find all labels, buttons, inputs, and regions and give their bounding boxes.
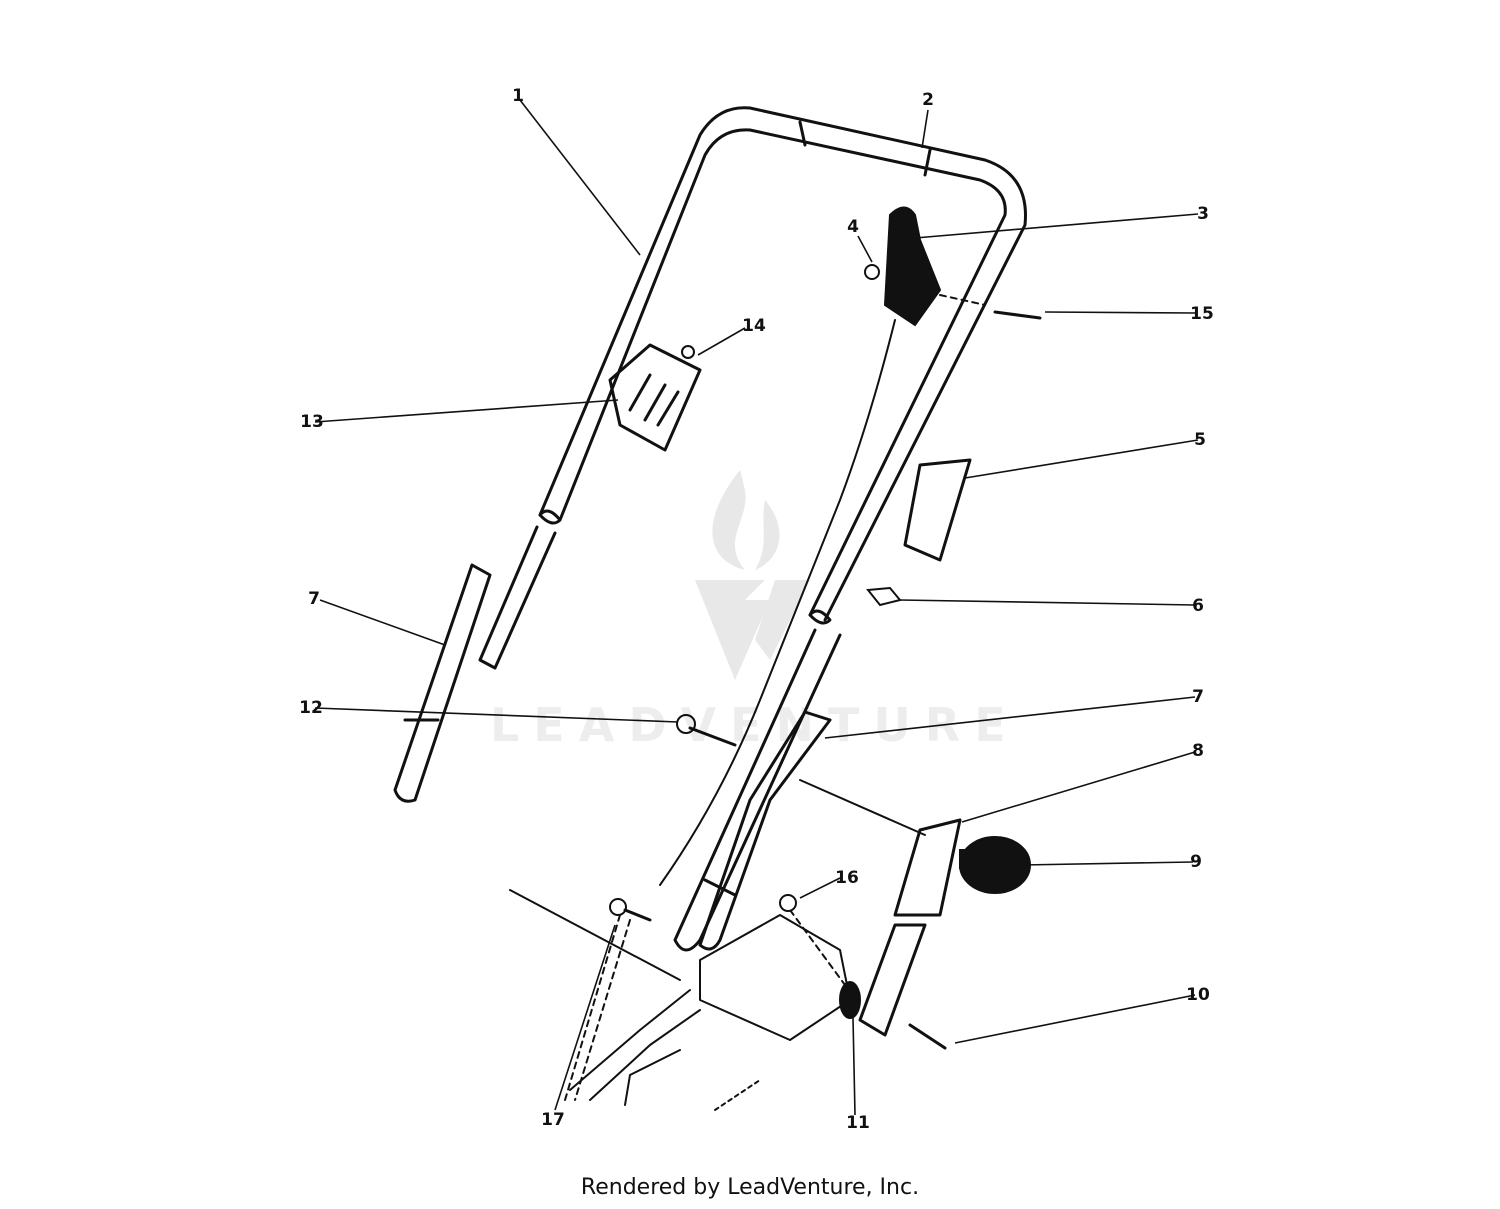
callout-2: 2 (922, 90, 934, 110)
callout-15: 15 (1190, 304, 1214, 324)
callout-17: 17 (541, 1110, 565, 1130)
washer-11 (839, 981, 861, 1019)
callout-4: 4 (847, 217, 859, 237)
upper-handle (538, 106, 1027, 622)
callout-11: 11 (846, 1113, 870, 1133)
callout-12: 12 (299, 698, 323, 718)
throttle-control (883, 206, 942, 327)
footer-credit: Rendered by LeadVenture, Inc. (580, 1175, 920, 1200)
callout-1: 1 (512, 86, 524, 106)
callout-16: 16 (835, 868, 859, 888)
callout-14: 14 (742, 316, 766, 336)
callout-7-right: 7 (1192, 687, 1204, 707)
callout-5: 5 (1194, 430, 1206, 450)
callout-8: 8 (1192, 741, 1204, 761)
lower-handle (673, 628, 842, 952)
leadventure-logo (695, 470, 810, 680)
watermark-text: LEADVENTURE (490, 698, 1020, 752)
callout-9: 9 (1190, 852, 1202, 872)
callout-6: 6 (1192, 596, 1204, 616)
callout-7-left: 7 (308, 589, 320, 609)
callout-13: 13 (300, 412, 324, 432)
callout-10: 10 (1186, 985, 1210, 1005)
callout-3: 3 (1197, 204, 1209, 224)
